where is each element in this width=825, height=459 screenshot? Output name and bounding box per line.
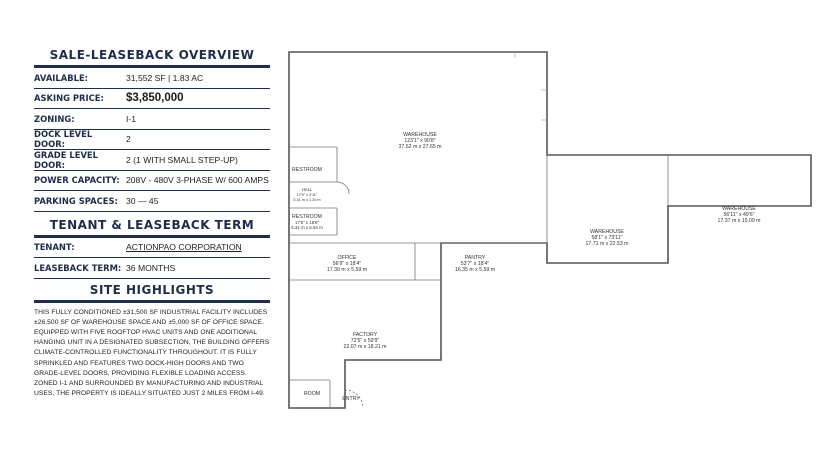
dock-door-row: DOCK LEVEL DOOR: 2 — [34, 129, 270, 150]
pantry-dim-m: 16.35 m x 5.59 m — [455, 267, 495, 273]
row-label: AVAILABLE: — [34, 72, 89, 83]
highlights-text: THIS FULLY CONDITIONED ±31,500 SF INDUST… — [34, 308, 270, 398]
office-dim-m: 17.30 m x 5.59 m — [327, 267, 367, 273]
factory-dim-m: 22.07 m x 18.21 m — [344, 344, 387, 350]
floor-plan: WAREHOUSE 123'1" x 90'8" 37.52 m x 27.65… — [288, 51, 812, 409]
row-label: LEASEBACK TERM: — [34, 262, 122, 273]
pantry-name: PANTRY — [465, 255, 486, 261]
hall-dim-m: 5.31 m x 1.20 m — [293, 198, 320, 202]
restroom-2-dim: 17'5" x 18'6" — [295, 220, 320, 225]
row-label: PARKING SPACES: — [34, 195, 118, 206]
row-value: 2 (1 WITH SMALL STEP-UP) — [126, 154, 238, 165]
tenant-link[interactable]: ACTIONPAO CORPORATION — [126, 242, 242, 253]
warehouse-right-dim-m: 17.37 m x 15.09 m — [718, 218, 761, 224]
available-row: AVAILABLE: 31,552 SF | 1.83 AC — [34, 68, 270, 89]
row-label: TENANT: — [34, 242, 75, 253]
warehouse-top-dim-m: 37.52 m x 27.65 m — [399, 144, 442, 150]
warehouse-mid-dim-m: 17.71 m x 22.53 m — [586, 241, 629, 247]
power-row: POWER CAPACITY: 208V - 480V 3-PHASE W/ 6… — [34, 171, 270, 191]
info-panel: SALE-LEASEBACK OVERVIEW AVAILABLE: 31,55… — [34, 48, 270, 399]
office-name: OFFICE — [337, 255, 357, 261]
office-dim: 56'9" x 18'4" — [333, 261, 362, 267]
leaseback-term-row: LEASEBACK TERM: 36 MONTHS — [34, 258, 270, 279]
price-value: $3,850,000 — [126, 92, 184, 105]
outer-walls — [288, 51, 812, 409]
entry-name: ENTRY — [342, 396, 360, 402]
parking-row: PARKING SPACES: 30 — 45 — [34, 191, 270, 212]
warehouse-right-dim: 56'11" x 49'6" — [724, 212, 755, 218]
overview-title: SALE-LEASEBACK OVERVIEW — [49, 48, 255, 62]
row-label: GRADE LEVEL DOOR: — [34, 149, 98, 170]
warehouse-mid-dim: 58'1" x 73'11" — [592, 235, 623, 241]
pantry-dim: 53'7" x 18'4" — [461, 261, 490, 267]
interior-walls — [289, 146, 669, 409]
hall-dim: 17'9" x 3'11" — [297, 193, 318, 197]
row-label: DOCK LEVEL DOOR: — [34, 129, 93, 150]
grade-door-row: GRADE LEVEL DOOR: 2 (1 WITH SMALL STEP-U… — [34, 150, 270, 171]
tenant-title: TENANT & LEASEBACK TERM — [49, 217, 255, 232]
restroom-1-name: RESTROOM — [292, 167, 322, 173]
warehouse-top-dim: 123'1" x 90'8" — [404, 138, 435, 144]
restroom-2-dim-m: 5.31 m x 5.64 m — [291, 225, 323, 230]
room-labels: WAREHOUSE 123'1" x 90'8" 37.52 m x 27.65… — [291, 132, 760, 402]
row-value: I-1 — [126, 113, 137, 124]
tenant-row: TENANT: ACTIONPAO CORPORATION — [34, 238, 270, 258]
row-value: 2 — [126, 134, 131, 145]
highlights-rule — [34, 299, 270, 303]
factory-name: FACTORY — [353, 332, 378, 338]
hall-name: HALL — [302, 187, 313, 192]
row-value: 30 — 45 — [126, 195, 159, 206]
row-label: ASKING PRICE: — [34, 93, 104, 104]
row-value: 36 MONTHS — [126, 262, 176, 273]
warehouse-right-name: WAREHOUSE — [722, 206, 756, 212]
asking-price-row: ASKING PRICE: $3,850,000 — [34, 89, 270, 109]
highlights-title: SITE HIGHLIGHTS — [89, 282, 215, 297]
row-label: ZONING: — [34, 113, 75, 124]
overview-rule — [34, 65, 270, 68]
dock-markers — [514, 52, 547, 121]
warehouse-mid-name: WAREHOUSE — [590, 229, 624, 235]
restroom-2-name: RESTROOM — [292, 214, 322, 220]
row-value: 31,552 SF | 1.83 AC — [126, 72, 204, 83]
row-value: 208V - 480V 3-PHASE W/ 600 AMPS — [126, 175, 269, 186]
tenant-rule — [34, 234, 270, 238]
room-name: ROOM — [304, 391, 320, 397]
zoning-row: ZONING: I-1 — [34, 109, 270, 130]
row-label: POWER CAPACITY: — [34, 175, 120, 186]
warehouse-top-name: WAREHOUSE — [403, 132, 437, 138]
factory-dim: 72'5" x 59'9" — [351, 338, 380, 344]
